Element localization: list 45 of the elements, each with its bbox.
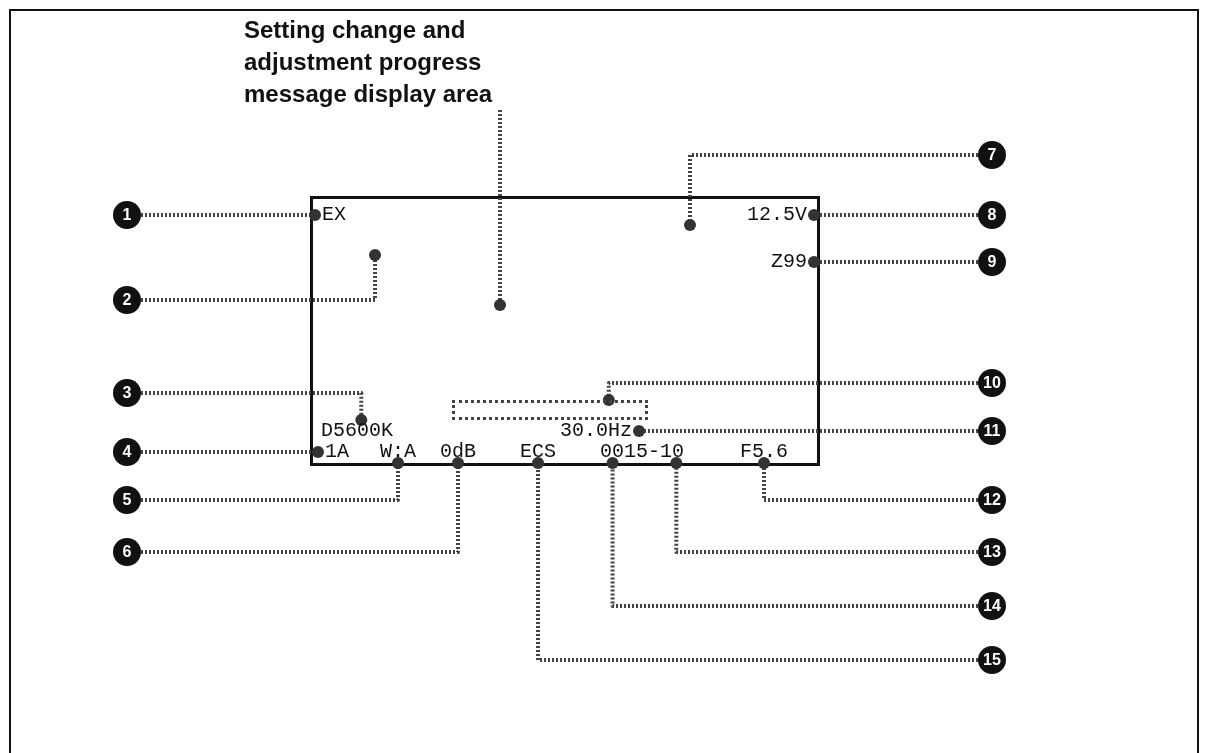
callout-number: 8: [978, 201, 1006, 229]
callout-number: 11: [978, 417, 1006, 445]
leader-line: [758, 457, 978, 502]
display-readout: F5.6: [733, 441, 795, 463]
display-readout: Z99: [764, 251, 814, 273]
callout-number: 1: [113, 201, 141, 229]
leader-line: [606, 457, 978, 608]
callout-number: 7: [978, 141, 1006, 169]
leader-line: [141, 391, 368, 426]
display-readout: 1A: [318, 441, 356, 463]
callout-number: 3: [113, 379, 141, 407]
callout-number: 13: [978, 538, 1006, 566]
display-readout: 0015-10: [593, 441, 691, 463]
display-readout: ECS: [513, 441, 563, 463]
leader-line: [141, 446, 324, 458]
callout-number: 12: [978, 486, 1006, 514]
callout-number: 5: [113, 486, 141, 514]
callout-number: 4: [113, 438, 141, 466]
viewfinder-screen: [310, 196, 820, 466]
display-readout: EX: [315, 204, 353, 226]
leader-line: [633, 425, 978, 437]
leader-line: [141, 457, 404, 502]
leader-line: [532, 457, 978, 662]
leader-line: [808, 256, 978, 268]
leader-line: [141, 249, 381, 302]
leader-line: [141, 457, 464, 554]
display-readout: W:A: [373, 441, 423, 463]
progress-bar: [452, 400, 648, 420]
leader-line: [808, 209, 978, 221]
callout-number: 15: [978, 646, 1006, 674]
area-caption: Setting change and adjustment progress message display area: [244, 14, 564, 110]
leader-line: [494, 110, 506, 311]
leader-line: [684, 153, 978, 231]
callout-number: 14: [978, 592, 1006, 620]
callout-number: 10: [978, 369, 1006, 397]
display-readout: D5600K: [314, 420, 400, 442]
callout-number: 2: [113, 286, 141, 314]
display-readout: 0dB: [433, 441, 483, 463]
callout-number: 9: [978, 248, 1006, 276]
leader-line: [670, 457, 978, 554]
display-readout: 12.5V: [740, 204, 814, 226]
leader-line: [141, 209, 321, 221]
leader-line: [602, 381, 978, 406]
callout-number: 6: [113, 538, 141, 566]
display-readout: 30.0Hz: [553, 420, 639, 442]
